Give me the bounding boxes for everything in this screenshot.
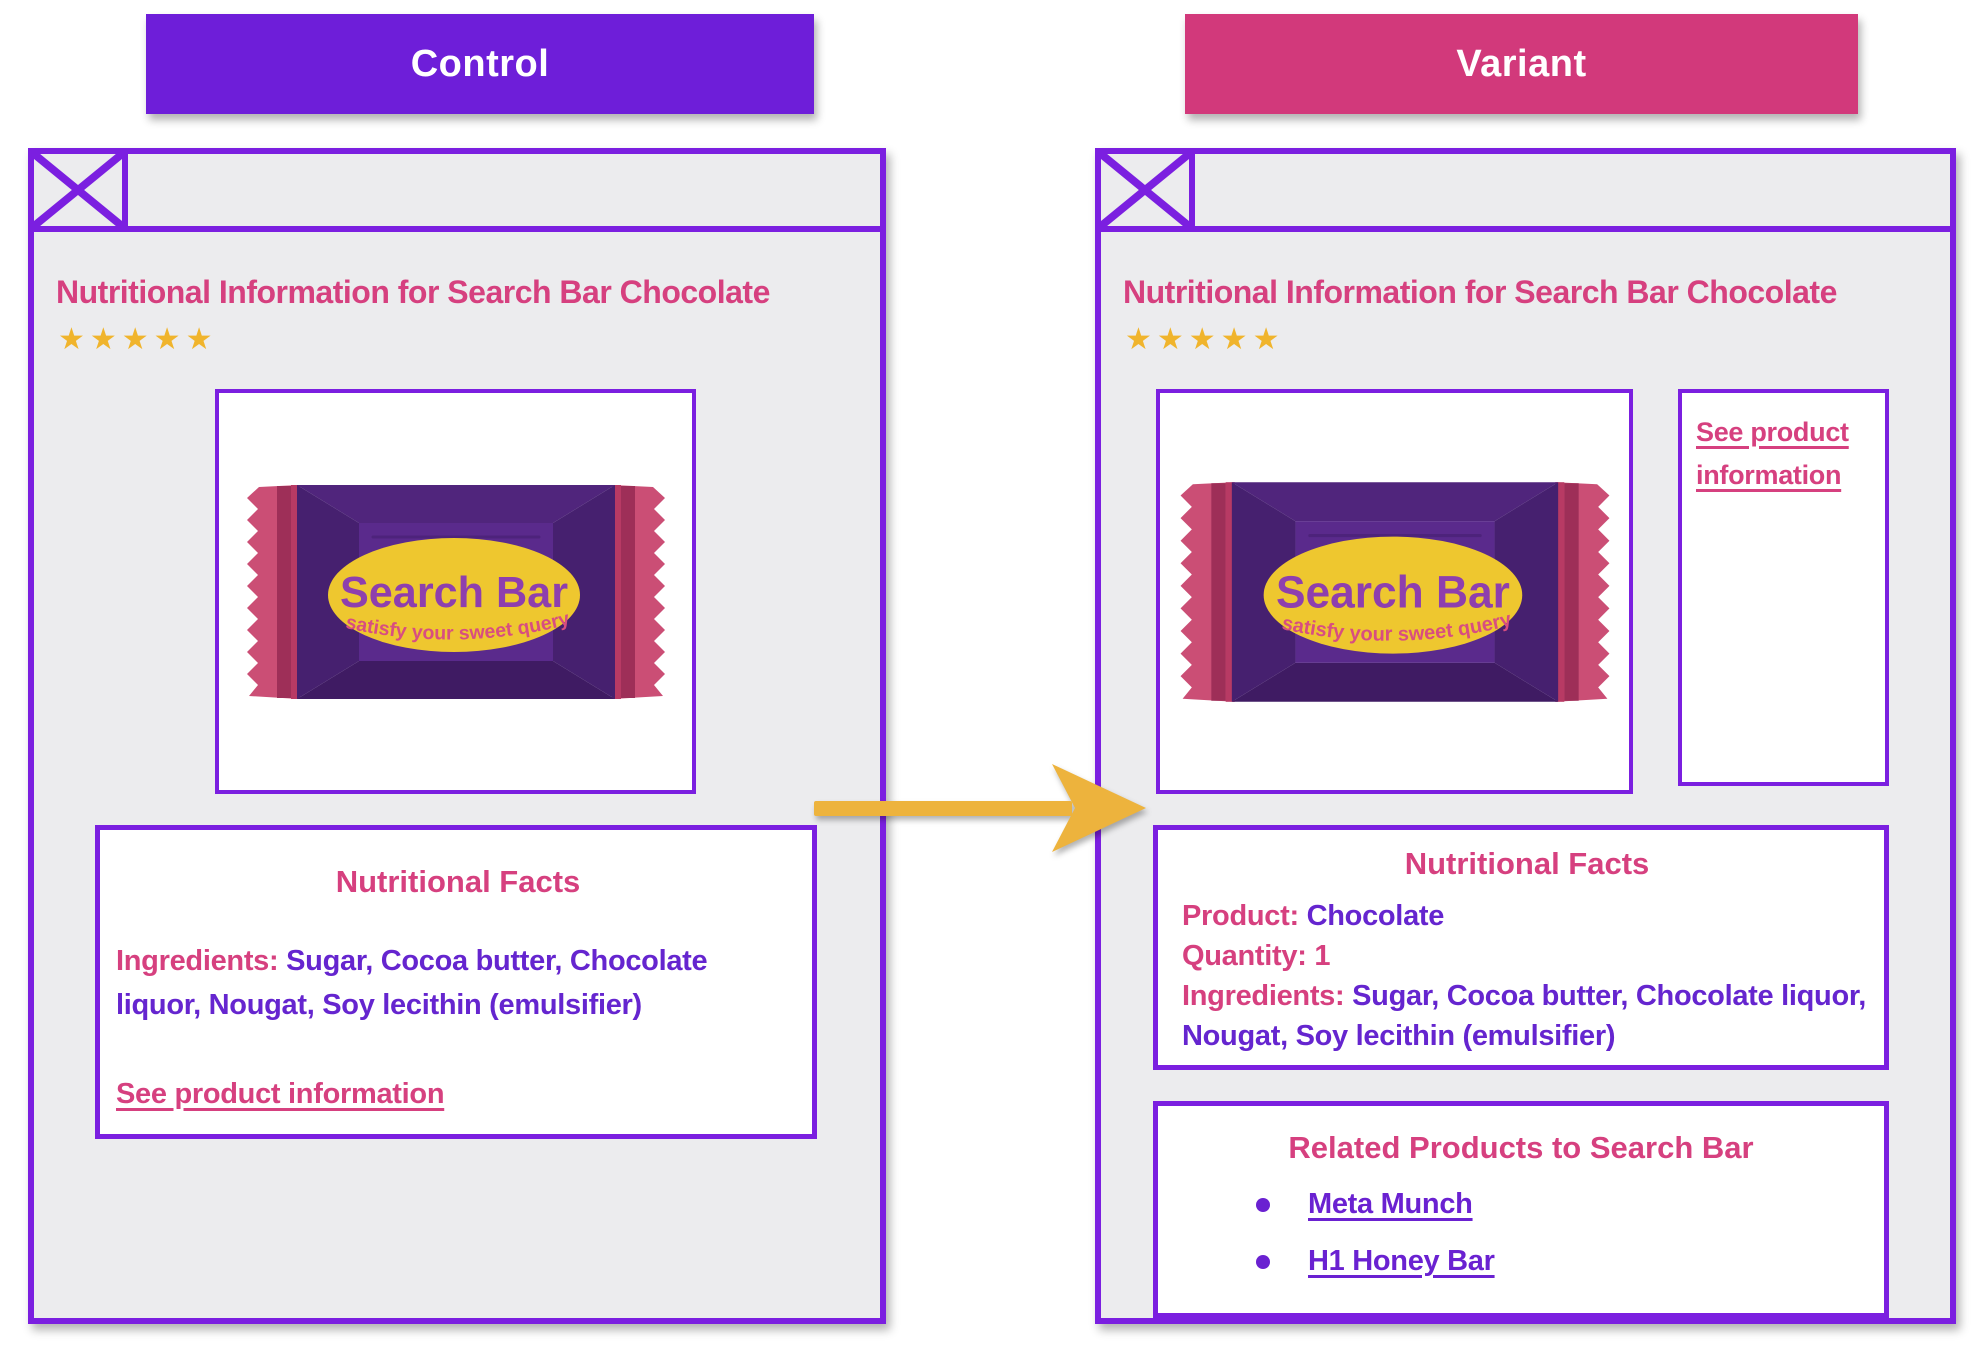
related-products-list: Meta Munch H1 Honey Bar xyxy=(1256,1188,1872,1278)
related-product-link[interactable]: Meta Munch xyxy=(1308,1188,1473,1220)
product-image-box: Search Bar satisfy your sweet query xyxy=(215,389,696,794)
variant-window: Nutritional Information for Search Bar C… xyxy=(1095,148,1956,1324)
facts-heading: Nutritional Facts xyxy=(335,864,581,899)
quantity-value: 1 xyxy=(1314,940,1331,973)
ingredients-value: Sugar, Cocoa butter, Chocolate liquor, N… xyxy=(116,945,708,1021)
ingredients-label: Ingredients: xyxy=(1182,980,1345,1013)
list-item: Meta Munch xyxy=(1256,1188,1872,1221)
variant-banner: Variant xyxy=(1185,14,1858,114)
ingredients-value: Sugar, Cocoa butter, Chocolate liquor, N… xyxy=(1182,980,1867,1053)
browser-topbar xyxy=(1101,154,1950,232)
related-product-link[interactable]: H1 Honey Bar xyxy=(1308,1245,1495,1277)
product-row: Product: Chocolate xyxy=(1182,896,1872,936)
browser-topbar xyxy=(34,154,880,232)
close-icon[interactable] xyxy=(1101,154,1195,226)
bullet-icon xyxy=(1256,1197,1270,1212)
page-title: Nutritional Information for Search Bar C… xyxy=(56,274,770,310)
star-rating: ★★★★★ xyxy=(1125,322,1285,357)
see-product-information-link[interactable]: See product information xyxy=(116,1078,445,1110)
page-title: Nutritional Information for Search Bar C… xyxy=(1123,274,1837,310)
bullet-icon xyxy=(1256,1254,1270,1269)
related-products-box: Related Products to Search Bar Meta Munc… xyxy=(1153,1101,1889,1318)
candy-bar-image xyxy=(1174,474,1616,710)
list-item: H1 Honey Bar xyxy=(1256,1245,1872,1278)
product-label: Product: xyxy=(1182,900,1299,932)
nutritional-facts-box: Nutritional Facts Ingredients: Sugar, Co… xyxy=(95,825,817,1139)
control-banner: Control xyxy=(146,14,814,114)
related-products-heading: Related Products to Search Bar xyxy=(1288,1130,1754,1165)
quantity-row: Quantity: 1 xyxy=(1182,936,1872,976)
product-image-box xyxy=(1156,389,1633,794)
ingredients-label: Ingredients: xyxy=(116,945,279,977)
facts-heading: Nutritional Facts xyxy=(1404,846,1650,881)
product-value: Chocolate xyxy=(1306,900,1445,932)
quantity-label: Quantity: xyxy=(1182,940,1307,973)
close-icon[interactable] xyxy=(34,154,128,226)
arrow-icon xyxy=(814,764,1146,852)
nutritional-facts-box: Nutritional Facts Product: Chocolate Qua… xyxy=(1153,825,1889,1070)
ingredients-row: Ingredients: Sugar, Cocoa butter, Chocol… xyxy=(1182,976,1872,1056)
star-rating: ★★★★★ xyxy=(58,322,218,357)
side-info-box: See product information xyxy=(1678,389,1889,786)
control-window: Nutritional Information for Search Bar C… xyxy=(28,148,886,1324)
see-product-information-link[interactable]: See product information xyxy=(1696,417,1849,491)
candy-brand-text: Search Bar xyxy=(340,568,568,617)
ingredients-text: Ingredients: Sugar, Cocoa butter, Chocol… xyxy=(116,940,800,1027)
candy-bar-image: Search Bar satisfy your sweet query xyxy=(246,484,665,699)
